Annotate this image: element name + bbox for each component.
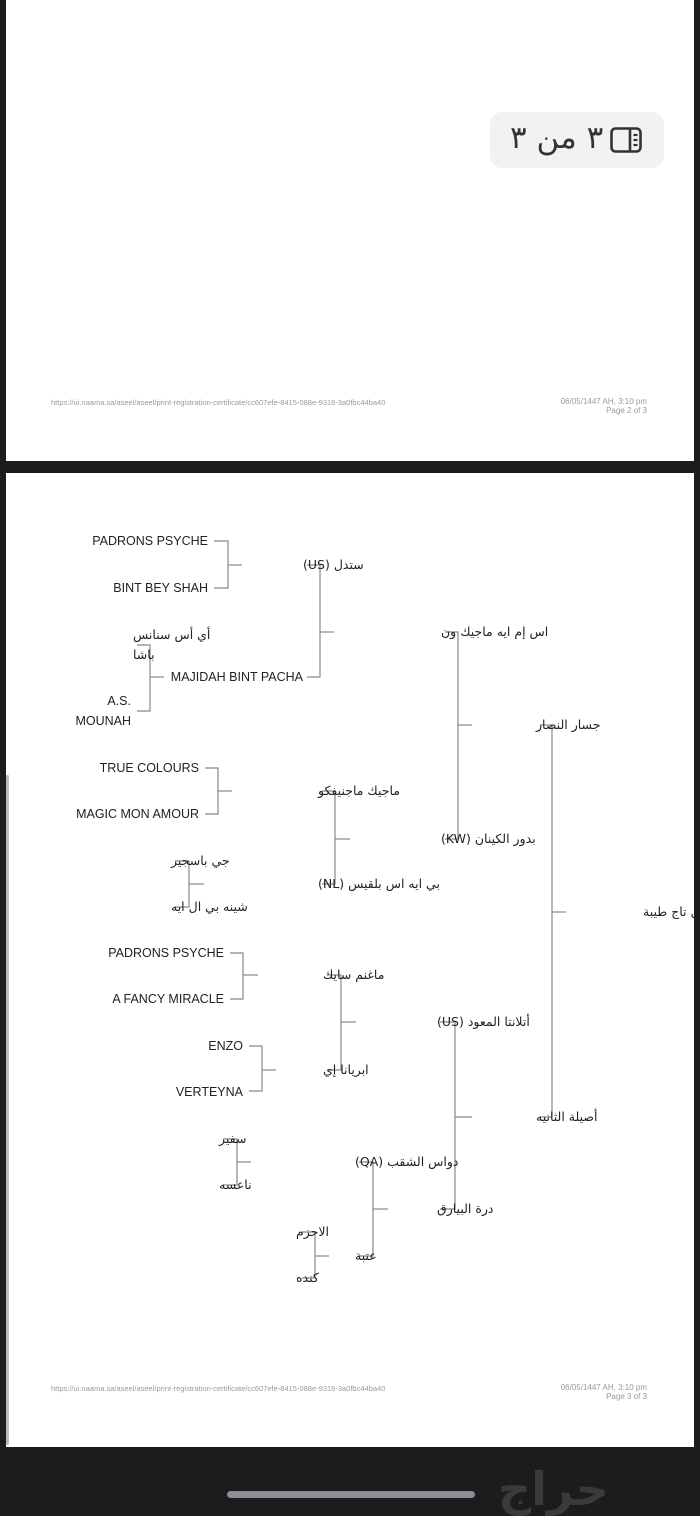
- page-view-icon: [610, 127, 642, 153]
- ancestor-name: ماجيك ماجنيفكو: [317, 783, 400, 799]
- ancestor-name-line: MOUNAH: [75, 714, 131, 728]
- ancestor-name: الاحزم: [296, 1224, 329, 1240]
- ancestor-name: ماغنم سايك: [323, 967, 384, 983]
- ancestor-name: بي ايه اس بلقيس (NL): [318, 876, 440, 892]
- ancestor-name-line: A.S.: [107, 694, 131, 708]
- bottom-bar: [0, 1447, 700, 1514]
- ancestor-name: BINT BEY SHAH: [113, 581, 208, 595]
- ancestor-name: MAGIC MON AMOUR: [76, 807, 199, 821]
- home-indicator[interactable]: [227, 1491, 475, 1498]
- ancestor-name: دواس الشقب (QA): [355, 1154, 458, 1170]
- ancestor-name: TRUE COLOURS: [100, 761, 199, 775]
- pedigree-tree: جميل تاج طيبة جسار النصار أصيلة الثانيه …: [75, 534, 700, 1285]
- ancestor-name: أي أس سنانس باشا: [133, 626, 210, 662]
- ancestor-name: ابريانا إي: [323, 1062, 369, 1078]
- haraj-watermark-logo: حراج: [498, 1462, 609, 1516]
- scrollbar[interactable]: [6, 775, 9, 1445]
- ancestor-name: ناعسه: [219, 1177, 252, 1192]
- ancestor-name: A.S. MOUNAH: [75, 694, 131, 728]
- pedigree-connectors: [137, 540, 566, 1279]
- ancestor-name: سفير: [218, 1131, 246, 1147]
- footer-page-number: Page 3 of 3: [606, 1392, 647, 1401]
- ancestor-name: PADRONS PSYCHE: [108, 946, 224, 960]
- footer-page-number: Page 2 of 3: [606, 406, 647, 415]
- ancestor-name-line: أي أس سنانس: [133, 626, 210, 643]
- ancestor-name: جي باسجير: [170, 853, 230, 869]
- footer-url: https://ui.naama.sa/aseel/aseel/print-re…: [51, 1384, 386, 1393]
- sire-sire-name: اس إم ايه ماجيك ون: [441, 624, 548, 640]
- ancestor-name: MAJIDAH BINT PACHA: [171, 670, 304, 684]
- dam-name: أصيلة الثانيه: [536, 1108, 598, 1124]
- ancestor-name-line: باشا: [133, 647, 155, 662]
- ancestor-name: شينه بي ال ايه: [171, 899, 248, 914]
- pdf-page-2: [6, 0, 694, 461]
- ancestor-name: ENZO: [208, 1039, 243, 1053]
- dam-sire-name: أتلانتا المعود (US): [437, 1013, 530, 1030]
- sire-dam-name: بدور الكينان (KW): [441, 831, 536, 847]
- ancestor-name: عتبة: [355, 1248, 377, 1263]
- ancestor-name: PADRONS PSYCHE: [92, 534, 208, 548]
- ancestor-name: VERTEYNA: [176, 1085, 244, 1099]
- sire-name: جسار النصار: [535, 717, 600, 733]
- ancestor-name: ستدل (US): [303, 557, 364, 572]
- footer-url: https://ui.naama.sa/aseel/aseel/print-re…: [51, 398, 386, 407]
- pdf-page-3: [6, 473, 694, 1447]
- ancestor-name: كنده: [296, 1270, 319, 1285]
- page-indicator-text: ٣ من ٣: [510, 120, 604, 156]
- ancestor-name: A FANCY MIRACLE: [112, 992, 224, 1006]
- root-horse-name: جميل تاج طيبة: [643, 904, 700, 919]
- footer-date: 06/05/1447 AH, 3:10 pm: [560, 1383, 647, 1392]
- dam-dam-name: درة البيارق: [437, 1201, 494, 1217]
- footer-date: 06/05/1447 AH, 3:10 pm: [560, 397, 647, 406]
